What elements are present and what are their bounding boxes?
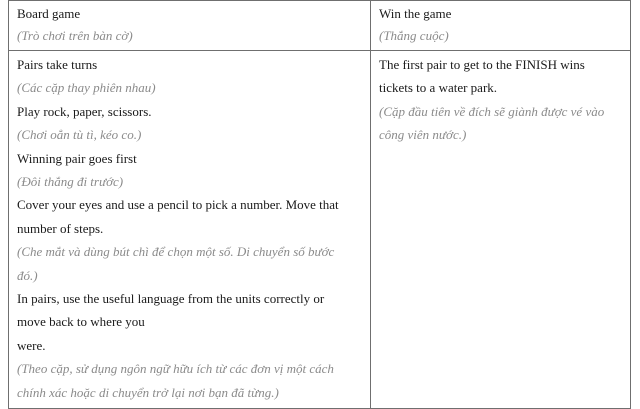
board-game-rules-cell: Pairs take turns (Các cặp thay phiên nhau…	[8, 49, 371, 409]
win-condition-line-3: (Cặp đầu tiên về đích sẽ giành được vé v…	[379, 103, 605, 119]
board-game-rule-line-9: (Che mắt và dùng bút chì để chọn một số.…	[17, 244, 335, 260]
table-body-row: Pairs take turns (Các cặp thay phiên nhau…	[8, 49, 631, 409]
header-win-the-game-vi: (Thắng cuộc)	[379, 27, 449, 43]
board-game-rule-line-2: (Các cặp thay phiên nhau)	[17, 80, 156, 96]
header-cell-board-game: Board game (Trò chơi trên bàn cờ)	[8, 0, 371, 51]
header-cell-win-the-game: Win the game (Thắng cuộc)	[370, 0, 631, 51]
board-game-rule-line-8: number of steps.	[17, 220, 104, 236]
board-game-rule-line-11: In pairs, use the useful language from t…	[17, 291, 325, 307]
win-condition-line-2: tickets to a water park.	[379, 80, 498, 96]
board-game-rule-line-10: đó.)	[17, 267, 38, 283]
header-board-game-en: Board game	[17, 6, 81, 21]
board-game-rule-line-1: Pairs take turns	[17, 57, 98, 72]
board-game-rule-line-15: chính xác hoặc di chuyển trở lại nơi bạn…	[17, 384, 279, 400]
board-game-rule-line-6: (Đôi thắng đi trước)	[17, 174, 124, 190]
board-game-rule-line-14: (Theo cặp, sử dụng ngôn ngữ hữu ích từ c…	[17, 361, 334, 377]
header-win-the-game-en: Win the game	[379, 6, 452, 21]
game-rules-table: Board game (Trò chơi trên bàn cờ) Win th…	[8, 0, 631, 409]
board-game-rule-line-5: Winning pair goes first	[17, 150, 137, 166]
win-condition-line-1: The first pair to get to the FINISH wins	[379, 57, 585, 72]
board-game-rule-line-3: Play rock, paper, scissors.	[17, 103, 152, 119]
win-condition-line-4: công viên nước.)	[379, 127, 467, 143]
table-header-row: Board game (Trò chơi trên bàn cờ) Win th…	[8, 0, 631, 51]
win-condition-cell: The first pair to get to the FINISH wins…	[370, 49, 631, 409]
board-game-rule-line-12: move back to where you	[17, 314, 145, 330]
header-board-game-vi: (Trò chơi trên bàn cờ)	[17, 27, 133, 43]
board-game-rule-line-4: (Chơi oẳn tù tì, kéo co.)	[17, 127, 142, 143]
board-game-rule-line-13: were.	[17, 337, 46, 353]
board-game-rule-line-7: Cover your eyes and use a pencil to pick…	[17, 197, 339, 213]
